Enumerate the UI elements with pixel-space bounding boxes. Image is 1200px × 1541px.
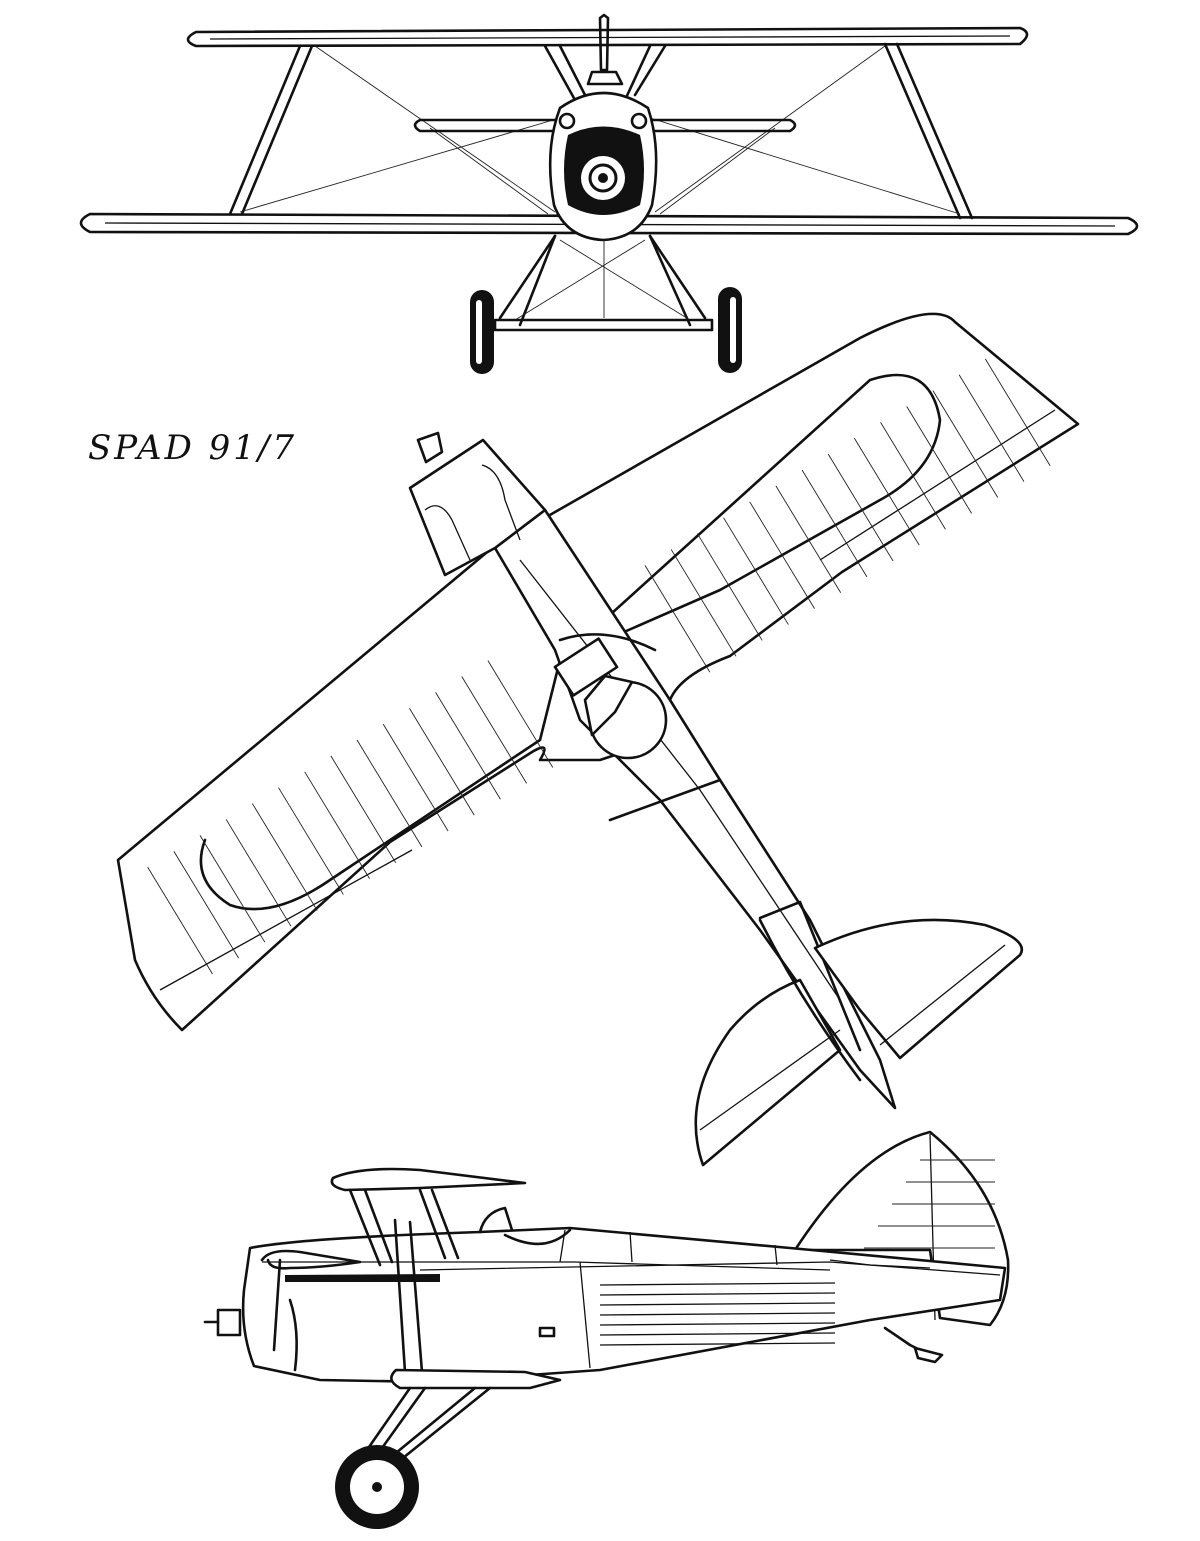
front-bracing-wires [239,45,961,215]
front-left-wheel [470,290,494,374]
front-mid-wing [413,118,797,133]
side-main-wheel [335,1445,419,1529]
front-right-wheel [718,287,742,373]
front-interplane-struts [228,42,974,220]
side-fuselage-panel-lines [599,1282,836,1346]
front-upper-wing [186,26,1029,48]
side-struts [348,1188,460,1374]
front-cabane-struts [543,44,667,102]
top-wing-ribs [147,358,1051,975]
top-upper-wing-outline [199,373,942,911]
side-tail-skid [883,1326,944,1364]
side-view [203,1130,1010,1529]
top-view [116,312,1080,1167]
front-view [79,13,1139,374]
side-propeller-hub [203,1308,242,1337]
side-cockpit [478,1206,572,1246]
top-tailplane [694,918,1023,1167]
top-engine-nose [408,431,547,577]
side-engine-cowling [260,1249,556,1372]
front-landing-gear [493,234,714,332]
side-upper-wing [330,1167,527,1192]
top-cockpit [553,637,668,760]
aircraft-designation: SPAD 91/7 [88,428,298,468]
side-lower-wing [390,1368,562,1390]
front-propeller-spinner [586,13,624,86]
front-engine-cowling [548,91,658,242]
